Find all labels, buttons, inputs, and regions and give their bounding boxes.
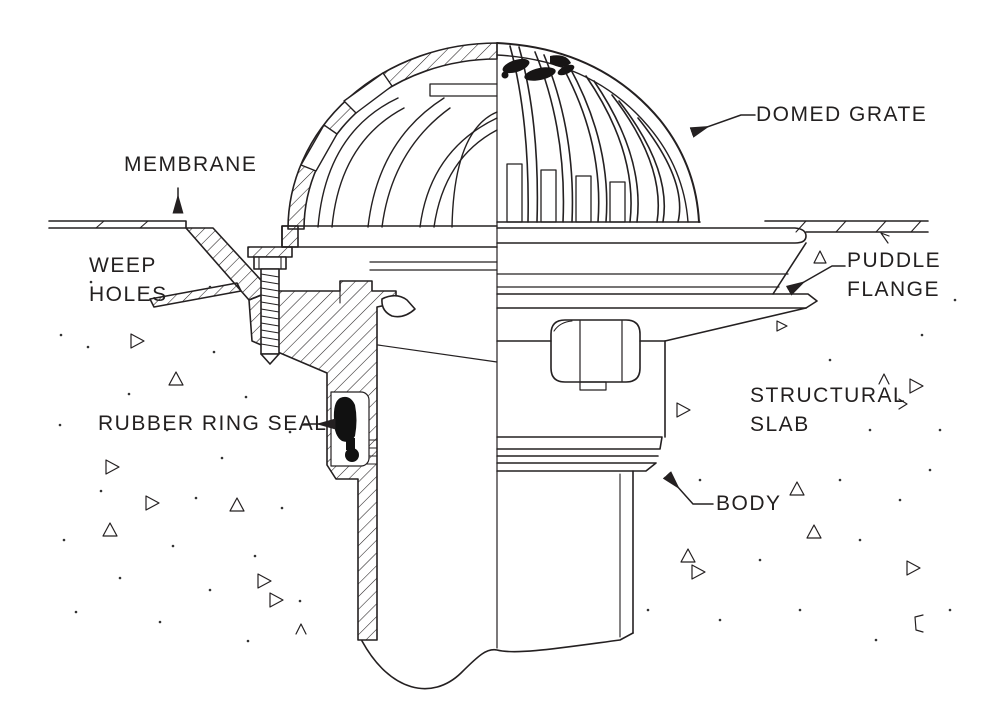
clamping-collar-section: [149, 227, 272, 308]
aggregate-dots: [58, 280, 957, 643]
top-flange: [496, 227, 807, 295]
membrane-right: [764, 220, 929, 233]
grate-inner-posts: [506, 163, 626, 223]
puddle-flange-leader: [785, 265, 846, 296]
outlet-pipe-break: [361, 632, 634, 690]
domed-grate: [287, 42, 700, 230]
clamp-latch-hook: [381, 294, 416, 318]
concrete-aggregate: [58, 232, 957, 643]
label-puddle-flange: PUDDLE FLANGE: [847, 249, 942, 301]
grate-logo: [501, 55, 575, 81]
domed-grate-leader: [689, 114, 756, 138]
clamping-bolt: [247, 246, 293, 365]
grate-inner-ribs: [317, 97, 498, 228]
label-membrane: MEMBRANE: [124, 153, 258, 176]
leader-lines: [172, 114, 846, 505]
body-exterior: [496, 319, 666, 638]
label-weep-holes: WEEP HOLES: [89, 254, 168, 306]
weep-hole-deflector: [149, 282, 242, 308]
seal-upper-bead: [333, 396, 357, 442]
grate-exterior-ribs: [496, 42, 700, 223]
rubber-ring-seal: [330, 391, 370, 467]
drain-body-section: [248, 261, 498, 641]
body-leader: [662, 471, 714, 505]
body-lug: [550, 319, 641, 391]
label-structural-slab: STRUCTURAL SLAB: [750, 384, 907, 436]
puddle-flange-shape: [496, 293, 818, 342]
label-rubber-ring-seal: RUBBER RING SEAL: [98, 412, 328, 435]
label-domed-grate: DOMED GRATE: [756, 103, 928, 126]
membrane-left: [48, 220, 187, 229]
seal-lower-bead: [345, 448, 359, 462]
label-body: BODY: [716, 492, 782, 515]
